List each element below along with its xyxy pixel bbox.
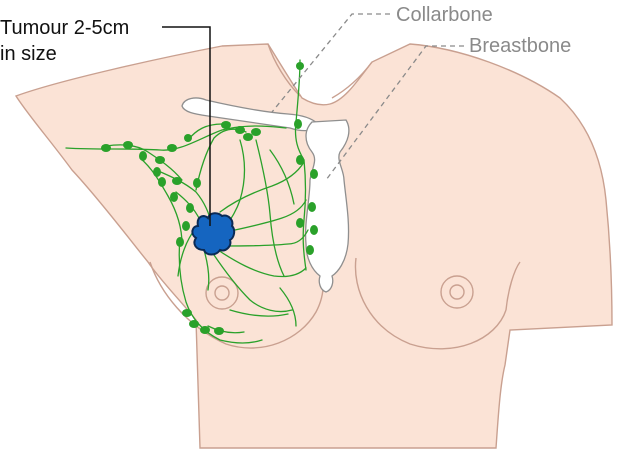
- lymph-node: [296, 62, 304, 70]
- right-breast-contour: [354, 257, 507, 350]
- right-areola: [440, 275, 474, 309]
- lymph-node: [294, 119, 302, 129]
- lymph-node: [200, 326, 210, 334]
- neck-left: [267, 43, 301, 97]
- collarbone-label: Collarbone: [396, 4, 493, 26]
- tumour-label-line2: in size: [0, 43, 57, 65]
- lymph-node: [186, 203, 194, 213]
- breastbone-leader-line: [325, 45, 464, 181]
- left-nipple: [214, 285, 230, 301]
- lymph-node: [310, 169, 318, 179]
- lymph-node: [139, 151, 147, 161]
- right-nipple: [449, 284, 465, 300]
- tumour-leader-line: [162, 26, 211, 226]
- breastbone-label: Breastbone: [469, 35, 571, 57]
- tumour-label-line1: Tumour 2-5cm: [0, 17, 129, 39]
- lymph-node: [214, 327, 224, 335]
- lymph-node: [184, 134, 192, 142]
- lymph-node: [176, 237, 184, 247]
- neck-right: [331, 61, 373, 99]
- lymph-nodes: [101, 62, 318, 335]
- lymph-node: [172, 177, 182, 185]
- lymph-node: [182, 309, 192, 317]
- lymph-node: [221, 121, 231, 129]
- left-areola: [205, 276, 239, 310]
- lymph-node: [306, 245, 314, 255]
- lymph-node: [170, 192, 178, 202]
- lymph-node: [296, 155, 304, 165]
- lymph-node: [310, 225, 318, 235]
- lymph-node: [296, 218, 304, 228]
- lymph-node: [158, 177, 166, 187]
- collarbone-leader-line: [271, 13, 390, 113]
- lymph-node: [167, 144, 177, 152]
- lymph-node: [101, 144, 111, 152]
- tumour-mass: [191, 212, 236, 256]
- lymph-node: [235, 126, 245, 134]
- lymph-node: [182, 221, 190, 231]
- lymph-node: [193, 178, 201, 188]
- right-arm-crease: [505, 261, 521, 311]
- lymph-node: [189, 320, 199, 328]
- lymph-node: [155, 156, 165, 164]
- lymph-node: [153, 167, 161, 177]
- lymph-node: [251, 128, 261, 136]
- lymph-node: [243, 133, 253, 141]
- lymph-node: [308, 202, 316, 212]
- lymph-node: [123, 141, 133, 149]
